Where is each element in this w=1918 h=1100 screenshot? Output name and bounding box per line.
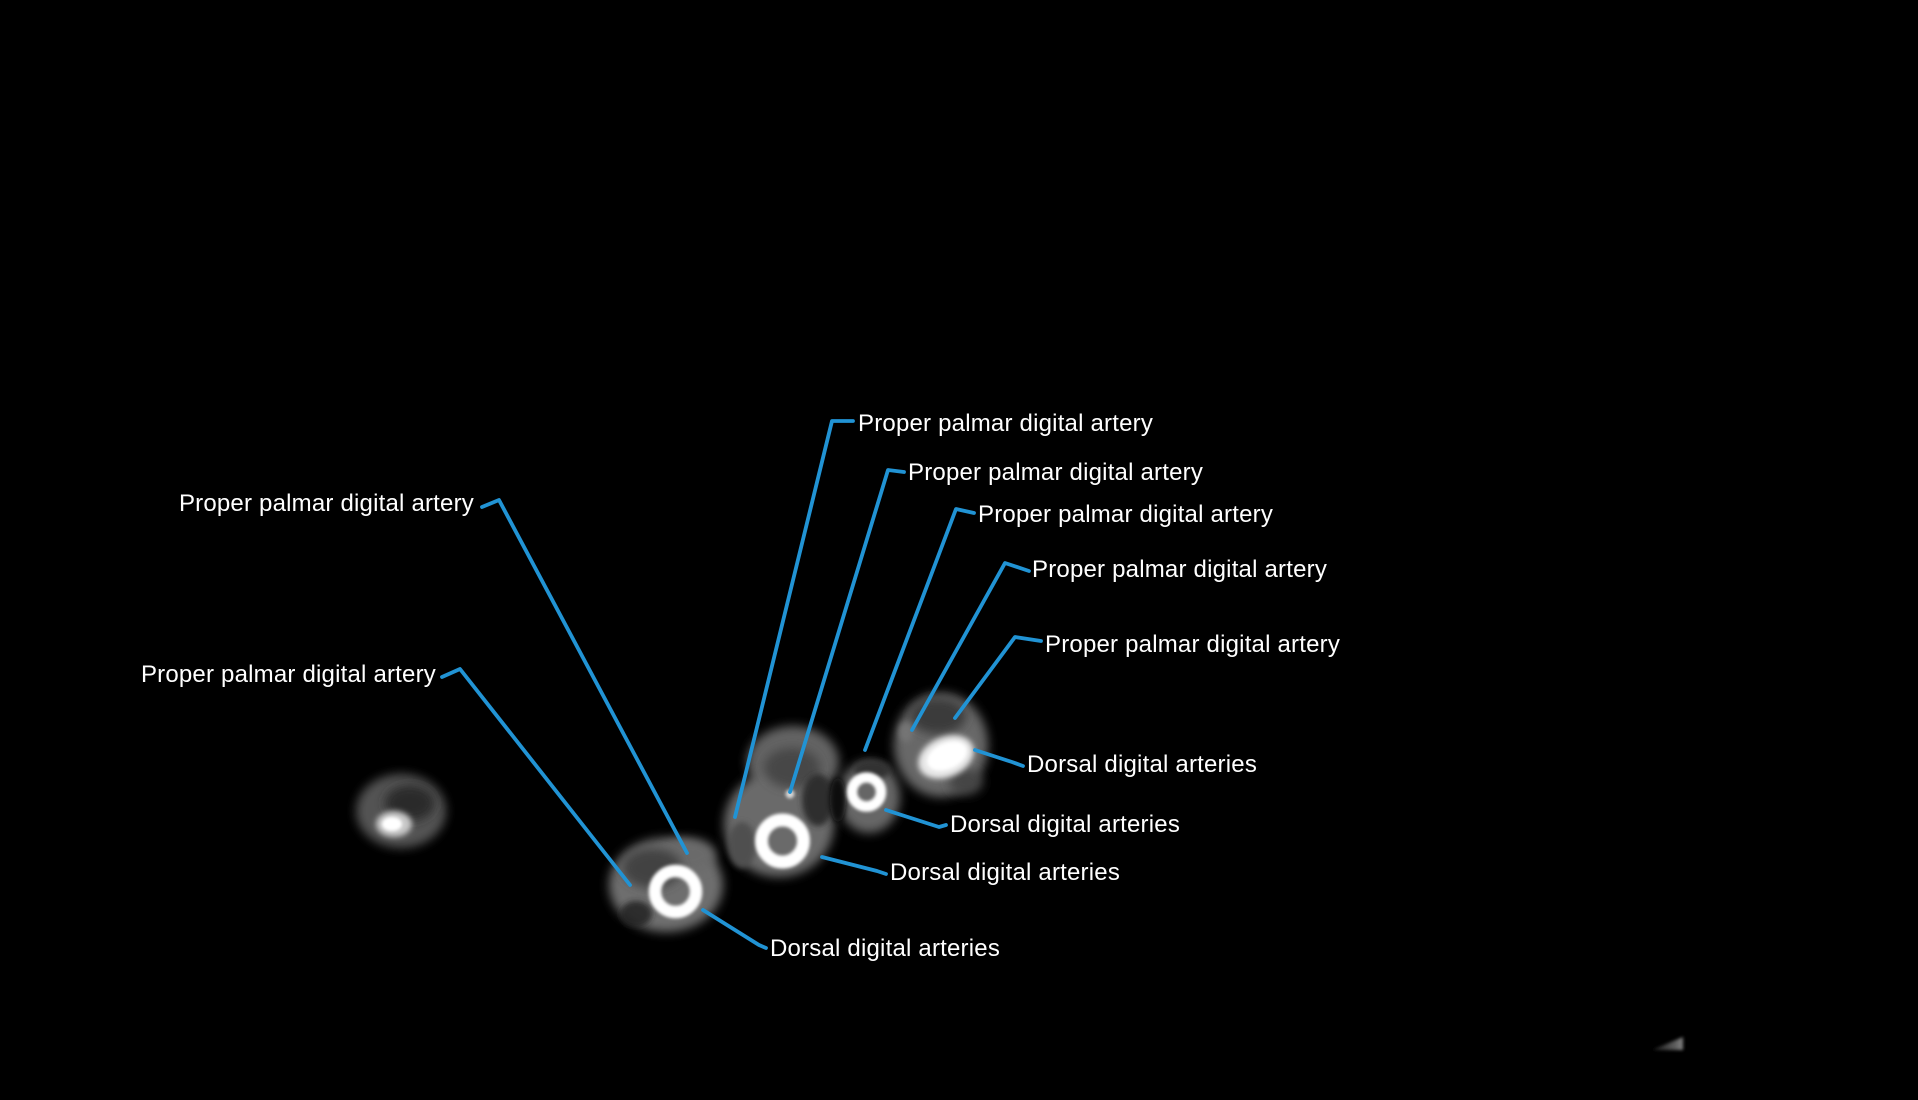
finger-cross-section-2	[609, 838, 723, 932]
leader-line	[910, 561, 1031, 732]
finger-cross-section-1	[356, 774, 446, 848]
leader-line	[953, 635, 1043, 720]
label-dorsal-digital-arteries-1[interactable]: Dorsal digital arteries	[1027, 751, 1258, 778]
proper-palmar-artery-dot	[785, 789, 795, 799]
label-proper-palmar-digital-artery-right-4[interactable]: Proper palmar digital artery	[1032, 556, 1328, 583]
leader-line	[788, 468, 906, 794]
leader-lines-layer	[440, 419, 1043, 950]
leader-line	[884, 808, 948, 829]
leader-line	[733, 419, 855, 819]
label-dorsal-digital-arteries-3[interactable]: Dorsal digital arteries	[890, 859, 1121, 886]
finger-cross-section-5	[894, 693, 988, 797]
image-artifact	[1652, 1037, 1683, 1050]
dorsal-artery-spot	[927, 741, 967, 771]
label-proper-palmar-digital-artery-right-5[interactable]: Proper palmar digital artery	[1045, 631, 1341, 658]
label-dorsal-digital-arteries-2[interactable]: Dorsal digital arteries	[950, 811, 1181, 838]
label-proper-palmar-digital-artery-right-3[interactable]: Proper palmar digital artery	[978, 501, 1274, 528]
dorsal-artery-ring-2	[755, 813, 810, 869]
dorsal-artery-ring-3	[846, 772, 887, 812]
dorsal-artery-ring-1	[648, 864, 703, 919]
leader-line	[820, 855, 888, 876]
label-proper-palmar-digital-artery-left-1[interactable]: Proper palmar digital artery	[178, 490, 474, 517]
finger-cross-section-3	[724, 726, 839, 877]
leader-line	[701, 908, 768, 950]
label-dorsal-digital-arteries-4[interactable]: Dorsal digital arteries	[770, 935, 1001, 962]
leader-line	[863, 507, 976, 752]
label-proper-palmar-digital-artery-right-2[interactable]: Proper palmar digital artery	[908, 459, 1204, 486]
leader-line	[440, 667, 632, 887]
leader-line	[973, 748, 1025, 768]
leader-line	[480, 498, 689, 855]
finger-cross-section-4	[830, 760, 900, 833]
label-proper-palmar-digital-artery-right-1[interactable]: Proper palmar digital artery	[858, 410, 1154, 437]
label-proper-palmar-digital-artery-left-2[interactable]: Proper palmar digital artery	[140, 661, 436, 688]
